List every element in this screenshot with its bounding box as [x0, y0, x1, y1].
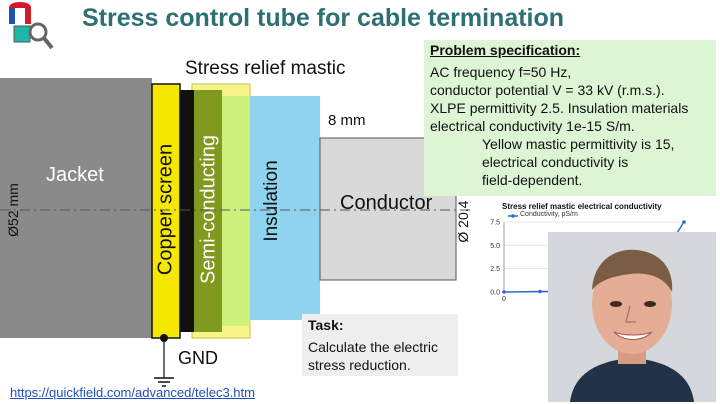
jacket-label: Jacket: [46, 164, 104, 186]
task-panel: Task: Calculate the electric stress redu…: [302, 314, 458, 376]
insulation-label: Insulation: [261, 160, 282, 242]
data-point: [502, 290, 506, 294]
data-point: [682, 220, 686, 224]
reference-link[interactable]: https://quickfield.com/advanced/telec3.h…: [10, 385, 255, 400]
mastic-inner-layer: [222, 96, 250, 326]
dim-left-label: Ø52 mm: [5, 183, 21, 237]
gnd-node: [160, 334, 168, 342]
chart-title: Stress relief mastic electrical conducti…: [502, 202, 662, 211]
spec-line: electrical conductivity 1e-15 S/m.: [430, 118, 635, 134]
y-tick-label: 0.0: [490, 290, 500, 297]
presenter-video: [548, 232, 716, 402]
spec-line: field-dependent.: [482, 172, 583, 188]
legend-label: Conductivity, pS/m: [520, 211, 578, 218]
y-tick-label: 7.5: [490, 220, 500, 227]
semi-layer: [194, 90, 222, 332]
app-logo: [2, 2, 54, 52]
data-point: [538, 289, 542, 294]
x-tick-label: 0: [502, 296, 506, 303]
gnd-label: GND: [178, 348, 218, 368]
spec-line: electrical conductivity is: [482, 154, 629, 170]
insulation-layer: [250, 96, 320, 320]
copper-label: Copper screen: [154, 143, 177, 276]
black-layer: [180, 90, 194, 332]
jacket-layer: [0, 78, 152, 338]
semi-label: Semi-conducting: [197, 135, 220, 284]
spec-heading: Problem specification:: [430, 42, 581, 58]
chart-legend: [508, 214, 518, 218]
spec-line: conductor potential V = 33 kV (r.m.s.).: [430, 82, 665, 98]
page-title: Stress control tube for cable terminatio…: [82, 4, 565, 32]
problem-spec-panel: Problem specification: AC frequency f=50…: [424, 40, 716, 196]
task-line: Calculate the electric: [308, 339, 438, 355]
y-tick-label: 2.5: [490, 266, 500, 273]
cable-diagram: [0, 78, 470, 387]
y-tick-label: 5.0: [490, 243, 500, 250]
task-heading: Task:: [308, 317, 344, 333]
spec-line: XLPE permittivity 2.5. Insulation materi…: [430, 100, 689, 116]
gap-label: 8 mm: [328, 112, 366, 129]
presenter-face: [548, 232, 716, 402]
task-line: stress reduction.: [308, 357, 411, 373]
spec-line: Yellow mastic permittivity is 15,: [482, 136, 675, 152]
mastic-label: Stress relief mastic: [185, 58, 346, 79]
spec-line: AC frequency f=50 Hz,: [430, 64, 572, 80]
conductor-label: Conductor: [340, 192, 433, 214]
